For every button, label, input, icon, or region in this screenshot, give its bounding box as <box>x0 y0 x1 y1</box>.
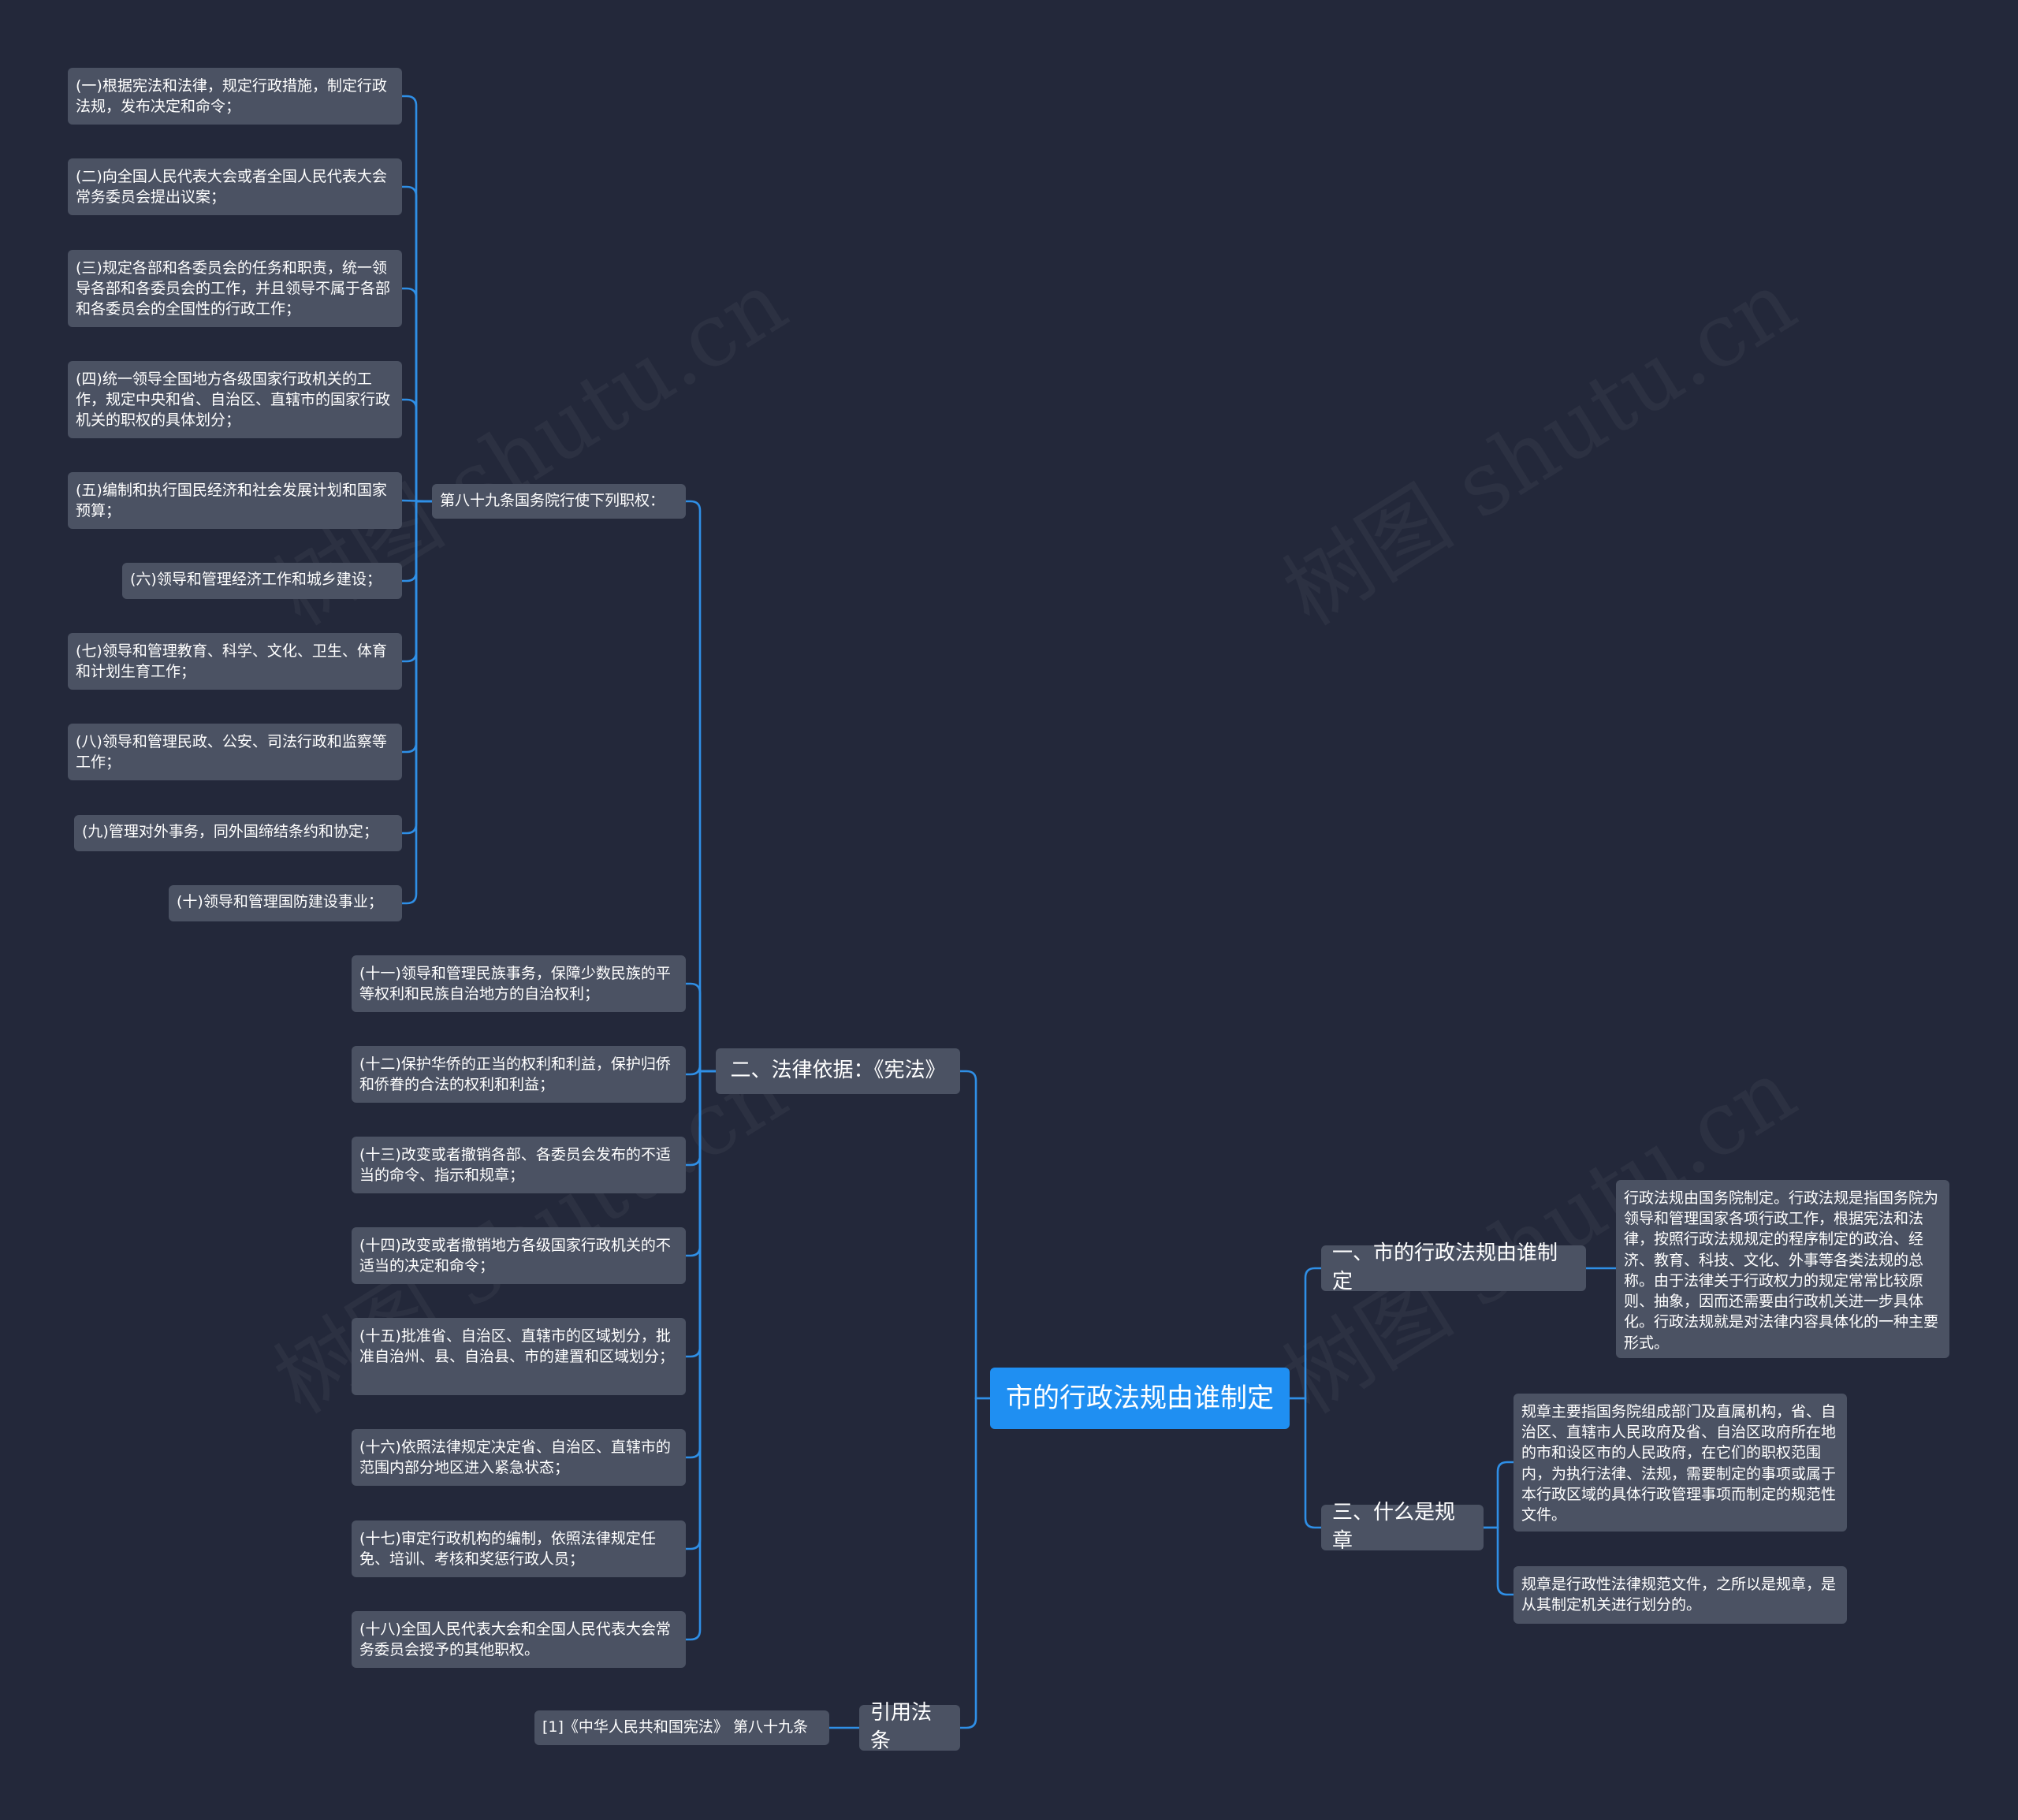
connector <box>960 1070 990 1400</box>
connector <box>402 500 432 582</box>
connector <box>402 185 432 503</box>
root-node[interactable]: 市的行政法规由谁制定 <box>990 1368 1290 1429</box>
branch-who-makes[interactable]: 一、市的行政法规由谁制定 <box>1321 1241 1586 1293</box>
who-makes-detail[interactable]: 行政法规由国务院制定。行政法规是指国务院为领导和管理国家各项行政工作，根据宪法和… <box>1616 1180 1949 1358</box>
article-89-node[interactable]: 第八十九条国务院行使下列职权： <box>432 484 686 519</box>
legal-item-18[interactable]: (十八)全国人民代表大会和全国人民代表大会常务委员会授予的其他职权。 <box>352 1611 686 1668</box>
branch-citation[interactable]: 引用法条 <box>859 1701 960 1753</box>
article-item-9[interactable]: (九)管理对外事务，同外国缔结条约和协定； <box>74 815 402 851</box>
connector <box>402 500 432 663</box>
connector <box>686 1070 716 1550</box>
connector <box>402 500 432 905</box>
article-item-2[interactable]: (二)向全国人民代表大会或者全国人民代表大会常务委员会提出议案； <box>68 158 402 215</box>
branch-legal-basis[interactable]: 二、法律依据：《宪法》 <box>716 1048 960 1094</box>
connector <box>686 1070 716 1459</box>
connector <box>1290 1397 1321 1529</box>
article-item-1[interactable]: (一)根据宪法和法律，规定行政措施，制定行政法规，发布决定和命令； <box>68 68 402 125</box>
connector <box>402 500 432 835</box>
connector <box>686 1070 716 1358</box>
connector <box>960 1397 990 1729</box>
legal-item-12[interactable]: (十二)保护华侨的正当的权利和利益，保护归侨和侨眷的合法的权利和利益； <box>352 1046 686 1103</box>
connector <box>402 287 432 503</box>
article-item-3[interactable]: (三)规定各部和各委员会的任务和职责，统一领导各部和各委员会的工作，并且领导不属… <box>68 250 402 327</box>
article-item-5[interactable]: (五)编制和执行国民经济和社会发展计划和国家预算； <box>68 472 402 529</box>
connector <box>686 982 716 1073</box>
connector <box>686 1070 716 1257</box>
connector <box>402 500 432 754</box>
connector <box>402 398 432 503</box>
connector <box>402 95 432 503</box>
legal-item-13[interactable]: (十三)改变或者撤销各部、各委员会发布的不适当的命令、指示和规章； <box>352 1137 686 1193</box>
connector <box>1290 1267 1321 1400</box>
article-item-7[interactable]: (七)领导和管理教育、科学、文化、卫生、体育和计划生育工作； <box>68 633 402 690</box>
connector <box>1484 1461 1514 1529</box>
article-item-6[interactable]: (六)领导和管理经济工作和城乡建设； <box>122 563 402 599</box>
connector <box>686 1070 716 1641</box>
connector <box>686 500 716 1073</box>
article-item-4[interactable]: (四)统一领导全国地方各级国家行政机关的工作，规定中央和省、自治区、直辖市的国家… <box>68 361 402 438</box>
watermark: 树图 shutu.cn <box>1256 234 1815 648</box>
article-item-8[interactable]: (八)领导和管理民政、公安、司法行政和监察等工作； <box>68 724 402 780</box>
regulation-detail-1[interactable]: 规章主要指国务院组成部门及直属机构，省、自治区、直辖市人民政府及省、自治区政府所… <box>1514 1394 1847 1532</box>
legal-item-14[interactable]: (十四)改变或者撤销地方各级国家行政机关的不适当的决定和命令； <box>352 1227 686 1284</box>
connector <box>686 1064 716 1076</box>
legal-item-17[interactable]: (十七)审定行政机构的编制，依照法律规定任免、培训、考核和奖惩行政人员； <box>352 1520 686 1577</box>
citation-item[interactable]: [1]《中华人民共和国宪法》 第八十九条 <box>534 1710 829 1745</box>
legal-item-16[interactable]: (十六)依照法律规定决定省、自治区、直辖市的范围内部分地区进入紧急状态； <box>352 1429 686 1486</box>
regulation-detail-2[interactable]: 规章是行政性法律规范文件，之所以是规章，是从其制定机关进行划分的。 <box>1514 1566 1847 1624</box>
connector <box>1484 1526 1514 1596</box>
connector <box>686 1070 716 1167</box>
article-item-10[interactable]: (十)领导和管理国防建设事业； <box>169 885 402 921</box>
legal-item-15[interactable]: (十五)批准省、自治区、直辖市的区域划分，批准自治州、县、自治县、市的建置和区域… <box>352 1318 686 1395</box>
branch-regulation[interactable]: 三、什么是规章 <box>1321 1501 1484 1553</box>
legal-item-11[interactable]: (十一)领导和管理民族事务，保障少数民族的平等权利和民族自治地方的自治权利； <box>352 955 686 1012</box>
